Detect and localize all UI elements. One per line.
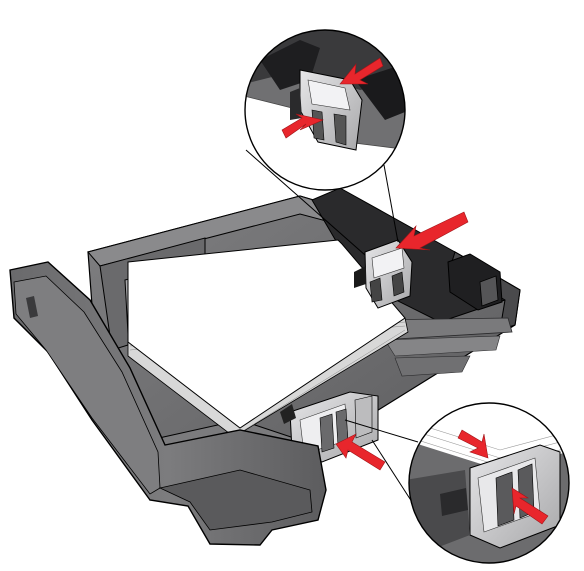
paper-top-sheet: [127, 239, 406, 429]
arrow-length-guide: [395, 211, 469, 251]
tray-front-bezel: [9, 261, 327, 546]
arrow-width-zoom-1: [457, 429, 489, 459]
bottom-callout-leader: [344, 419, 419, 503]
arrow-width-zoom-2: [511, 487, 549, 525]
top-callout-leader: [245, 149, 399, 256]
arrow-width-guide: [335, 433, 386, 471]
arrow-length-zoom-1: [339, 57, 384, 85]
arrow-length-zoom-2: [281, 113, 324, 139]
width-guide-callout: [408, 402, 570, 564]
arrows: [281, 57, 549, 525]
bezel-slot: [26, 296, 38, 318]
paper-stack: [127, 239, 409, 441]
